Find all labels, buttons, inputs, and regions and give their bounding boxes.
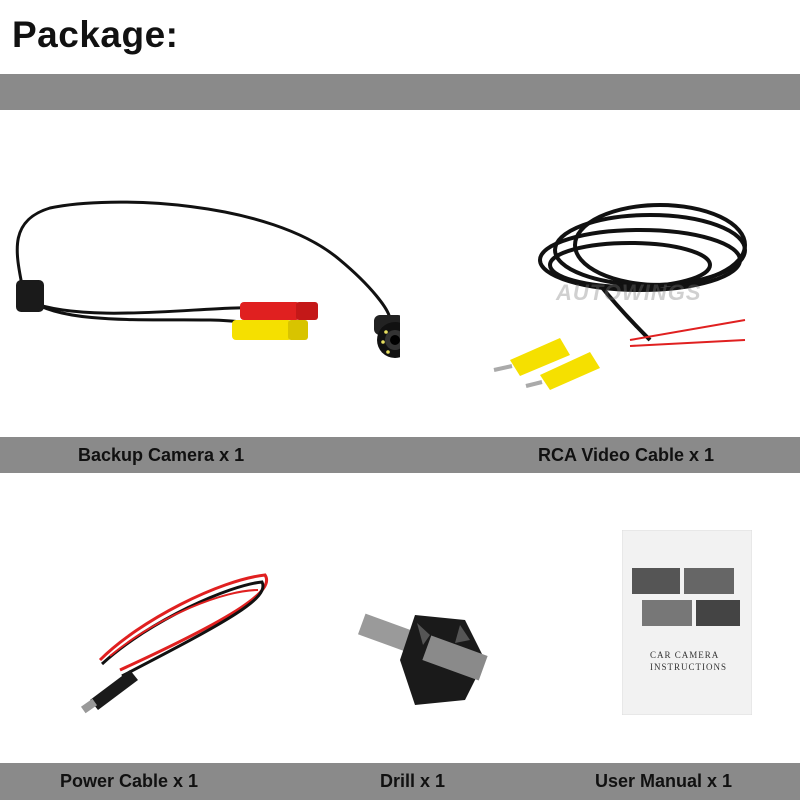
manual-icon: [622, 530, 752, 715]
manual-line-2: INSTRUCTIONS: [650, 662, 728, 672]
caption-user-manual: User Manual x 1: [595, 771, 733, 791]
manual-line-1: CAR CAMERA: [650, 650, 720, 660]
caption-band-bottom: [0, 763, 800, 800]
rca-cable-icon: [493, 203, 747, 390]
header-band: [0, 74, 800, 110]
watermark-text: AUTOWINGS: [556, 280, 702, 305]
caption-band-top: [0, 437, 800, 473]
caption-power-cable: Power Cable x 1: [60, 771, 199, 791]
caption-rca-cable: RCA Video Cable x 1: [538, 445, 715, 465]
backup-camera-icon: [15, 200, 400, 358]
caption-backup-camera: Backup Camera x 1: [78, 445, 245, 465]
caption-drill: Drill x 1: [380, 771, 446, 791]
power-cable-icon: [80, 573, 268, 714]
page-title: Package:: [12, 14, 179, 55]
drill-icon: [358, 613, 488, 705]
